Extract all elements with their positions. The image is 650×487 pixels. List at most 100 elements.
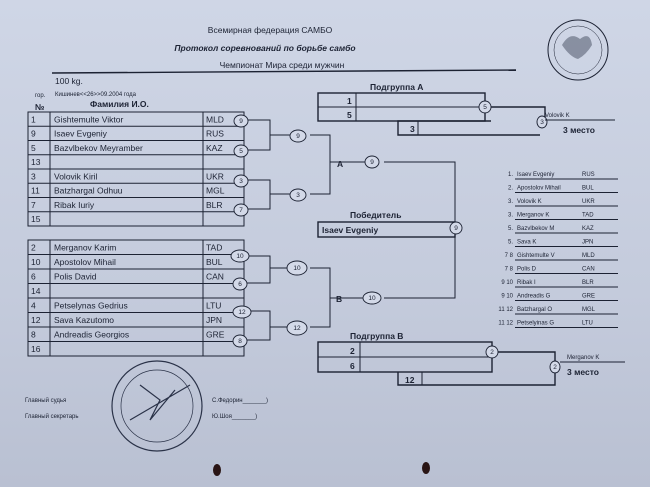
standing-name: Sava K bbox=[517, 240, 536, 246]
subgroup-a-title: Подгруппа А bbox=[370, 82, 423, 92]
participant-country: JPN bbox=[206, 315, 222, 325]
participant-name: Gishtemulte Viktor bbox=[54, 114, 123, 124]
standing-country: GRE bbox=[582, 294, 595, 300]
participant-name: Volovik Kiril bbox=[54, 171, 98, 181]
group-b-label: B bbox=[336, 294, 342, 304]
svg-text:7: 7 bbox=[239, 207, 243, 214]
round1-b: 10 6 12 8 10 12 B 10 bbox=[230, 249, 382, 348]
svg-text:10: 10 bbox=[368, 295, 376, 302]
standing-place: 9 10 bbox=[501, 280, 513, 286]
standing-place: 5. bbox=[508, 240, 513, 246]
chief-secretary-name: Ю.Шоя_______) bbox=[212, 414, 257, 420]
svg-text:5: 5 bbox=[239, 148, 243, 155]
table-row: 14 bbox=[28, 283, 244, 296]
group-a-winner-circle: 9 bbox=[364, 155, 380, 169]
standing-name: Polis D bbox=[517, 267, 537, 273]
winner-title: Победитель bbox=[350, 210, 401, 220]
standing-country: LTU bbox=[582, 321, 593, 327]
subgroup-b-circle2: 2 bbox=[553, 364, 557, 371]
standing-country: MLD bbox=[582, 253, 595, 259]
participant-country: BLR bbox=[206, 200, 223, 210]
table-row: 16 bbox=[28, 341, 244, 354]
match-circle: 5 bbox=[233, 144, 249, 158]
subgroup-b-circle: 2 bbox=[490, 349, 494, 356]
championship-title: Чемпионат Мира среди мужчин bbox=[220, 60, 345, 70]
standing-country: KAZ bbox=[582, 226, 594, 232]
participant-number: 1 bbox=[31, 114, 36, 124]
match-circle: 8 bbox=[232, 334, 248, 348]
svg-text:9: 9 bbox=[239, 118, 243, 125]
header-divider bbox=[51, 69, 517, 74]
column-number-header: № bbox=[35, 102, 45, 112]
participant-country: GRE bbox=[206, 330, 225, 340]
weight-category: 100 kg. bbox=[55, 76, 83, 86]
participant-country: BUL bbox=[206, 257, 223, 267]
standing-country: JPN bbox=[582, 240, 593, 246]
participant-number: 7 bbox=[31, 200, 36, 210]
subgroup-a-row: 1 bbox=[347, 96, 352, 106]
standing-place: 11 12 bbox=[498, 307, 513, 313]
participant-number: 13 bbox=[31, 157, 41, 167]
participant-number: 10 bbox=[31, 257, 41, 267]
svg-text:3: 3 bbox=[239, 178, 243, 185]
standing-country: BUL bbox=[582, 186, 594, 192]
participant-country: TAD bbox=[206, 243, 222, 253]
participant-number: 5 bbox=[31, 143, 36, 153]
repechage-a: Подгруппа А 1 5 5 3 3 Volovik K 3 место bbox=[317, 82, 615, 136]
table-row: 15 bbox=[28, 211, 244, 224]
match-circle: 12 bbox=[232, 305, 252, 319]
match-circle: 9 bbox=[289, 129, 307, 143]
participant-number: 11 bbox=[31, 186, 40, 196]
table-row: 13 bbox=[28, 154, 244, 167]
svg-text:6: 6 bbox=[238, 281, 242, 288]
match-circle: 6 bbox=[232, 277, 248, 291]
standing-country: UKR bbox=[582, 199, 595, 205]
bronze-b-name: Merganov K bbox=[567, 355, 599, 361]
punch-hole bbox=[213, 464, 221, 476]
subgroup-a-circle2: 3 bbox=[540, 119, 544, 126]
standing-name: Petselyinas G bbox=[517, 321, 554, 327]
standing-place: 1. bbox=[508, 172, 513, 178]
standing-country: TAD bbox=[582, 213, 594, 219]
column-name-header: Фамилия И.О. bbox=[90, 99, 149, 109]
match-circle: 12 bbox=[286, 320, 308, 336]
match-circle: 10 bbox=[286, 260, 308, 276]
match-circle: 9 bbox=[233, 114, 249, 128]
participant-number: 9 bbox=[31, 129, 36, 139]
winner-block: Победитель Isaev Evgeniy 9 bbox=[317, 210, 463, 238]
standing-country: CAN bbox=[582, 267, 595, 273]
participant-name: Andreadis Georgios bbox=[54, 330, 129, 340]
bracket-lines-a bbox=[244, 119, 456, 341]
standing-place: 5. bbox=[508, 226, 513, 232]
match-circle: 3 bbox=[233, 174, 249, 188]
participant-name: Batzhargal Odhuu bbox=[54, 186, 123, 196]
participant-number: 4 bbox=[31, 301, 36, 311]
participant-name: Petselynas Gedrius bbox=[54, 301, 128, 311]
chief-judge-name: С.Федорин_______) bbox=[212, 398, 268, 404]
participant-name: Polis David bbox=[54, 272, 97, 282]
subgroup-b-third: 12 bbox=[405, 375, 415, 385]
svg-text:8: 8 bbox=[238, 338, 242, 345]
participant-country: RUS bbox=[206, 129, 224, 139]
bronze-a-place: 3 место bbox=[563, 125, 595, 135]
subgroup-b-row: 6 bbox=[350, 361, 355, 371]
participant-number: 12 bbox=[31, 315, 41, 325]
participant-country: MGL bbox=[206, 186, 225, 196]
repechage-b: Подгруппа В 2 6 2 12 2 Merganov K 3 мест… bbox=[317, 331, 625, 386]
participant-name: Sava Kazutomo bbox=[54, 315, 114, 325]
